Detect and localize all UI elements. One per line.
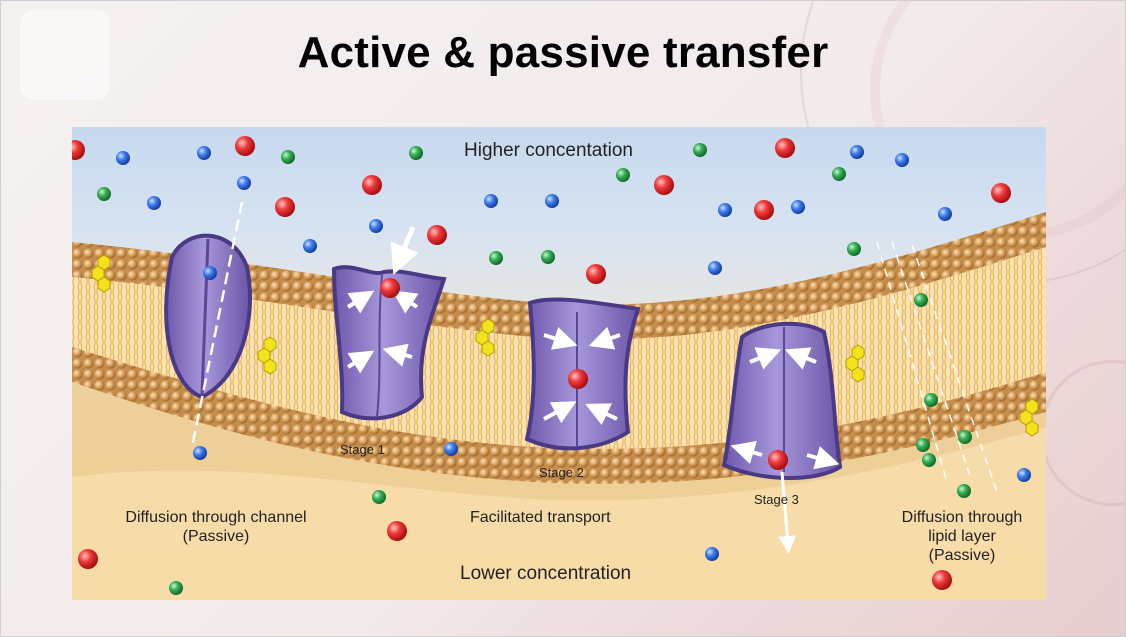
molecule-icon [568, 369, 588, 389]
lower-concentration-label: Lower concentration [460, 563, 632, 584]
molecule-icon [791, 200, 805, 214]
molecule-icon [850, 145, 864, 159]
molecule-icon [705, 547, 719, 561]
molecule-icon [369, 219, 383, 233]
molecule-icon [197, 146, 211, 160]
molecule-icon [78, 549, 98, 569]
molecule-icon [97, 187, 111, 201]
molecule-icon [372, 490, 386, 504]
molecule-icon [938, 207, 952, 221]
molecule-icon [444, 442, 458, 456]
molecule-icon [586, 264, 606, 284]
stage3-label: Stage 3 [754, 492, 799, 507]
molecule-icon [380, 278, 400, 298]
channel-caption: Diffusion through channel (Passive) [125, 509, 307, 545]
molecule-icon [991, 183, 1011, 203]
molecule-icon [775, 138, 795, 158]
molecule-icon [768, 450, 788, 470]
molecule-icon [116, 151, 130, 165]
molecule-icon [1017, 468, 1031, 482]
molecule-icon [237, 176, 251, 190]
molecule-icon [281, 150, 295, 164]
membrane-illustration [72, 136, 1046, 595]
molecule-icon [832, 167, 846, 181]
molecule-icon [958, 430, 972, 444]
molecule-icon [754, 200, 774, 220]
upper-head-layer [72, 212, 1046, 340]
protein-channel-icon [164, 201, 252, 448]
molecule-icon [541, 250, 555, 264]
molecule-icon [193, 446, 207, 460]
molecule-icon [303, 239, 317, 253]
molecule-icon [916, 438, 930, 452]
molecule-icon [147, 196, 161, 210]
molecule-icon [616, 168, 630, 182]
lipid-caption: Diffusion through lipid layer (Passive) [901, 509, 1023, 564]
molecule-icon [203, 266, 217, 280]
molecule-icon [895, 153, 909, 167]
molecule-icon [932, 570, 952, 590]
facilitated-caption: Facilitated transport [470, 509, 611, 526]
molecule-icon [847, 242, 861, 256]
molecule-icon [693, 143, 707, 157]
molecule-icon [72, 140, 85, 160]
slide-title: Active & passive transfer [297, 28, 829, 77]
molecule-icon [409, 146, 423, 160]
molecule-icon [387, 521, 407, 541]
molecule-icon [489, 251, 503, 265]
molecule-icon [484, 194, 498, 208]
molecule-icon [545, 194, 559, 208]
molecule-icon [914, 293, 928, 307]
higher-concentration-label: Higher concentation [464, 140, 633, 161]
molecules [72, 136, 1031, 595]
stage1-label: Stage 1 [340, 442, 385, 457]
molecule-icon [654, 175, 674, 195]
molecule-icon [708, 261, 722, 275]
molecule-icon [362, 175, 382, 195]
molecule-icon [275, 197, 295, 217]
stage2-label: Stage 2 [539, 465, 584, 480]
molecule-icon [718, 203, 732, 217]
molecule-icon [957, 484, 971, 498]
molecule-icon [922, 453, 936, 467]
molecule-icon [924, 393, 938, 407]
membrane-diagram: Higher concentation Lower concentration … [72, 127, 1046, 600]
molecule-icon [235, 136, 255, 156]
arrow-icon [346, 226, 840, 554]
molecule-icon [169, 581, 183, 595]
molecule-icon [427, 225, 447, 245]
cholesterol-icon [91, 254, 1039, 437]
lipid-diffusion-paths [876, 241, 998, 493]
